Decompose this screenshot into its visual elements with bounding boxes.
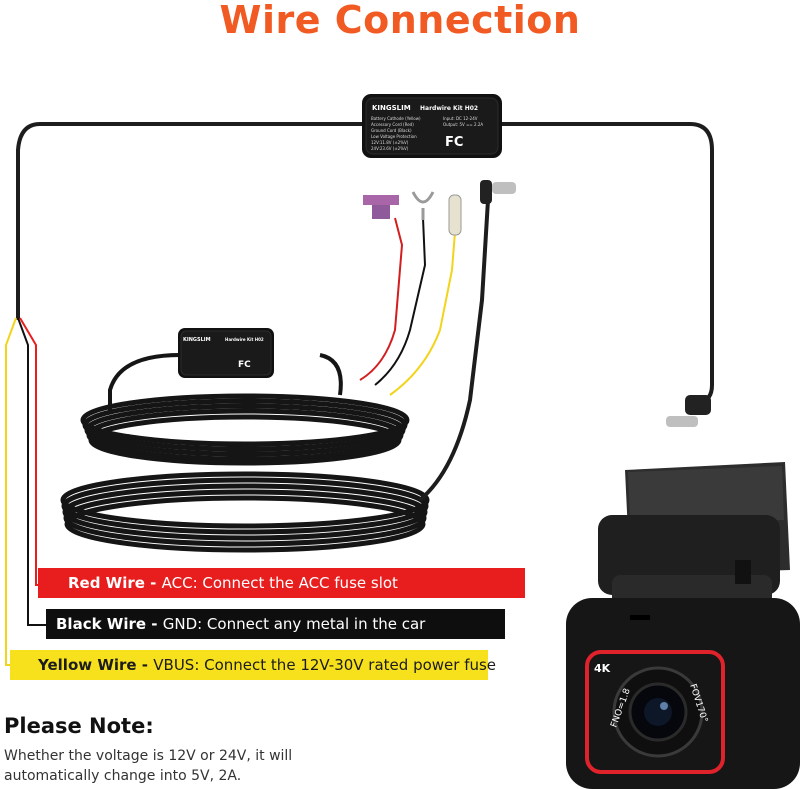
fuse-tap-icon [363,195,399,219]
kit-large-model: Hardwire Kit H02 [420,105,478,112]
red-wire-desc: ACC: Connect the ACC fuse slot [161,574,398,592]
kit-small-brand: KINGSLIM [183,337,211,343]
coiled-cable-lower [60,471,430,553]
kit-large-brand: KINGSLIM [372,104,411,112]
fork-terminal-icon [411,191,435,220]
coiled-cable-upper [80,393,410,466]
kit-large-cert: FC [445,135,463,150]
usb-c-plug-right-icon [666,395,711,427]
yellow-wire-label: Yellow Wire - VBUS: Connect the 12V-30V … [10,650,496,680]
red-wire-name: Red Wire - [68,574,162,592]
page-title: Wire Connection [219,0,581,42]
kit-large-spec-0: Battery Cathode (Yellow) [371,116,421,121]
camera-badge-4k: 4K [594,662,611,675]
kit-large-spec-5: 24V:23.6V (±2%V) [371,146,409,151]
kit-small-model: Hardwire Kit H02 [225,337,264,342]
note-text: Whether the voltage is 12V or 24V, it wi… [4,748,293,784]
main-cable [16,122,714,404]
kit-large-io-1: Output: 5V == 2.2A [443,122,483,127]
hardwire-kit-box-small [178,328,274,378]
kit-large-spec-3: Low Voltage Protection [371,134,417,139]
kit-large-spec-2: Ground Cord (Black) [371,128,412,133]
black-wire-label: Black Wire - GND: Connect any metal in t… [46,609,505,639]
hardwire-kit-box-large [362,94,502,158]
terminal-leads [359,199,490,502]
red-wire-label: Red Wire - ACC: Connect the ACC fuse slo… [38,568,525,598]
kit-large-io-0: Input: DC 12-24V [443,116,478,121]
dash-camera [566,462,800,789]
yellow-wire-desc: VBUS: Connect the 12V-30V rated power fu… [153,656,497,674]
wire-leads-left [5,317,48,666]
black-wire-name: Black Wire - [56,615,163,633]
note-title: Please Note: [4,714,154,738]
usb-c-plug-icon [480,180,516,204]
black-wire-desc: GND: Connect any metal in the car [162,615,426,633]
kit-large-spec-4: 12V:11.8V (±2%V) [371,140,409,145]
bullet-connector-icon [448,194,462,236]
small-box-cable [108,353,343,410]
yellow-wire-name: Yellow Wire - [38,656,154,674]
kit-large-spec-1: Accessory Cord (Red) [371,122,414,127]
kit-small-cert: FC [238,360,251,370]
